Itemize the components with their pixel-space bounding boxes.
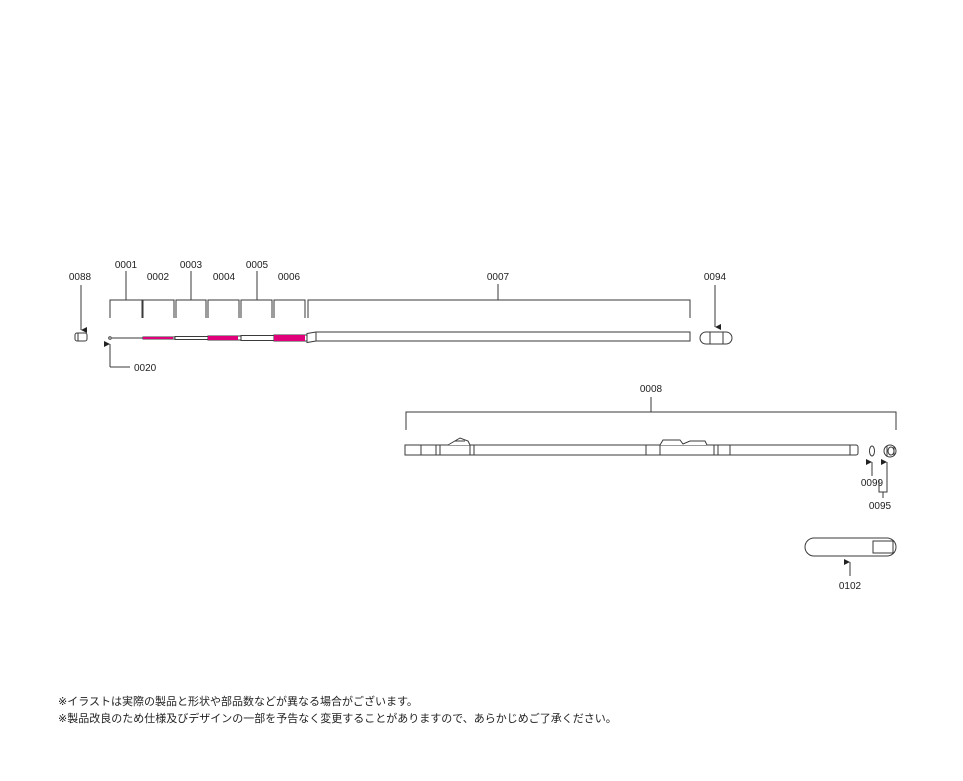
label-0020: 0020: [134, 363, 157, 374]
grip-section-assembly: 0008 0099: [404, 384, 897, 512]
label-0002: 0002: [147, 272, 170, 283]
grip-band-3: [713, 444, 719, 456]
label-0008: 0008: [640, 384, 663, 395]
label-0005: 0005: [246, 260, 269, 271]
part-0008-bracket: 0008: [405, 384, 897, 430]
grip-band-1: [435, 444, 441, 456]
bracket-0005: [240, 299, 273, 318]
part-0094-butt-cap[interactable]: 0094: [699, 272, 733, 345]
tip-sections-rod[interactable]: [108, 331, 691, 344]
bracket-0001: [109, 299, 143, 318]
note-illustration: ※イラストは実際の製品と形状や部品数などが異なる場合がございます。: [58, 695, 418, 708]
o-ring-shape: [869, 445, 875, 457]
label-0088: 0088: [69, 272, 92, 283]
part-0095-butt-plug[interactable]: 0095: [869, 444, 897, 512]
label-0094: 0094: [704, 272, 727, 283]
label-0004: 0004: [213, 272, 236, 283]
label-0001: 0001: [115, 260, 138, 271]
rod-case-assembly: 0102: [804, 537, 897, 592]
tip-top-guide: [108, 336, 112, 340]
section-0007: [306, 331, 691, 344]
part-0099-o-ring[interactable]: 0099: [861, 445, 884, 489]
section-0002-accent: [143, 337, 173, 339]
tip-section-assembly: 0088 0001 0002 0003 0004 0005 0006 000: [69, 260, 733, 374]
label-0095: 0095: [869, 501, 892, 512]
tip-cap-shape: [74, 332, 88, 342]
bracket-0004: [207, 299, 240, 318]
section-0003: [174, 336, 209, 340]
grip-band-2: [469, 444, 475, 456]
section-0005: [240, 335, 275, 341]
label-0007: 0007: [487, 272, 510, 283]
note-spec-change: ※製品改良のため仕様及びデザインの一部を予告なく変更することがありますので、あら…: [58, 712, 617, 725]
bracket-0006: [273, 299, 306, 318]
part-0020-tip-guide[interactable]: 0020: [104, 341, 157, 374]
label-0003: 0003: [180, 260, 203, 271]
reel-hood-rear: [659, 439, 708, 446]
label-0102: 0102: [839, 581, 862, 592]
part-0102-rod-case[interactable]: 0102: [804, 537, 897, 592]
label-0099: 0099: [861, 478, 884, 489]
disclaimer-notes: ※イラストは実際の製品と形状や部品数などが異なる場合がございます。 ※製品改良の…: [58, 693, 617, 727]
butt-plug-inner: [887, 446, 895, 456]
bracket-0003: [175, 299, 207, 318]
part-0008-grip-section[interactable]: [404, 437, 859, 456]
section-0004-accent: [208, 336, 238, 340]
bracket-0008: [405, 411, 897, 430]
section-brackets: 0001 0002 0003 0004 0005 0006 0007: [109, 260, 691, 318]
label-0006: 0006: [278, 272, 301, 283]
section-0006-accent: [274, 335, 305, 341]
rod-case-window: [872, 540, 894, 554]
butt-cap-shape: [699, 331, 733, 345]
bracket-0007: [307, 299, 691, 318]
bracket-0002: [142, 299, 175, 318]
grip-body: [404, 444, 859, 456]
part-0088-tip-cap[interactable]: 0088: [69, 272, 92, 342]
